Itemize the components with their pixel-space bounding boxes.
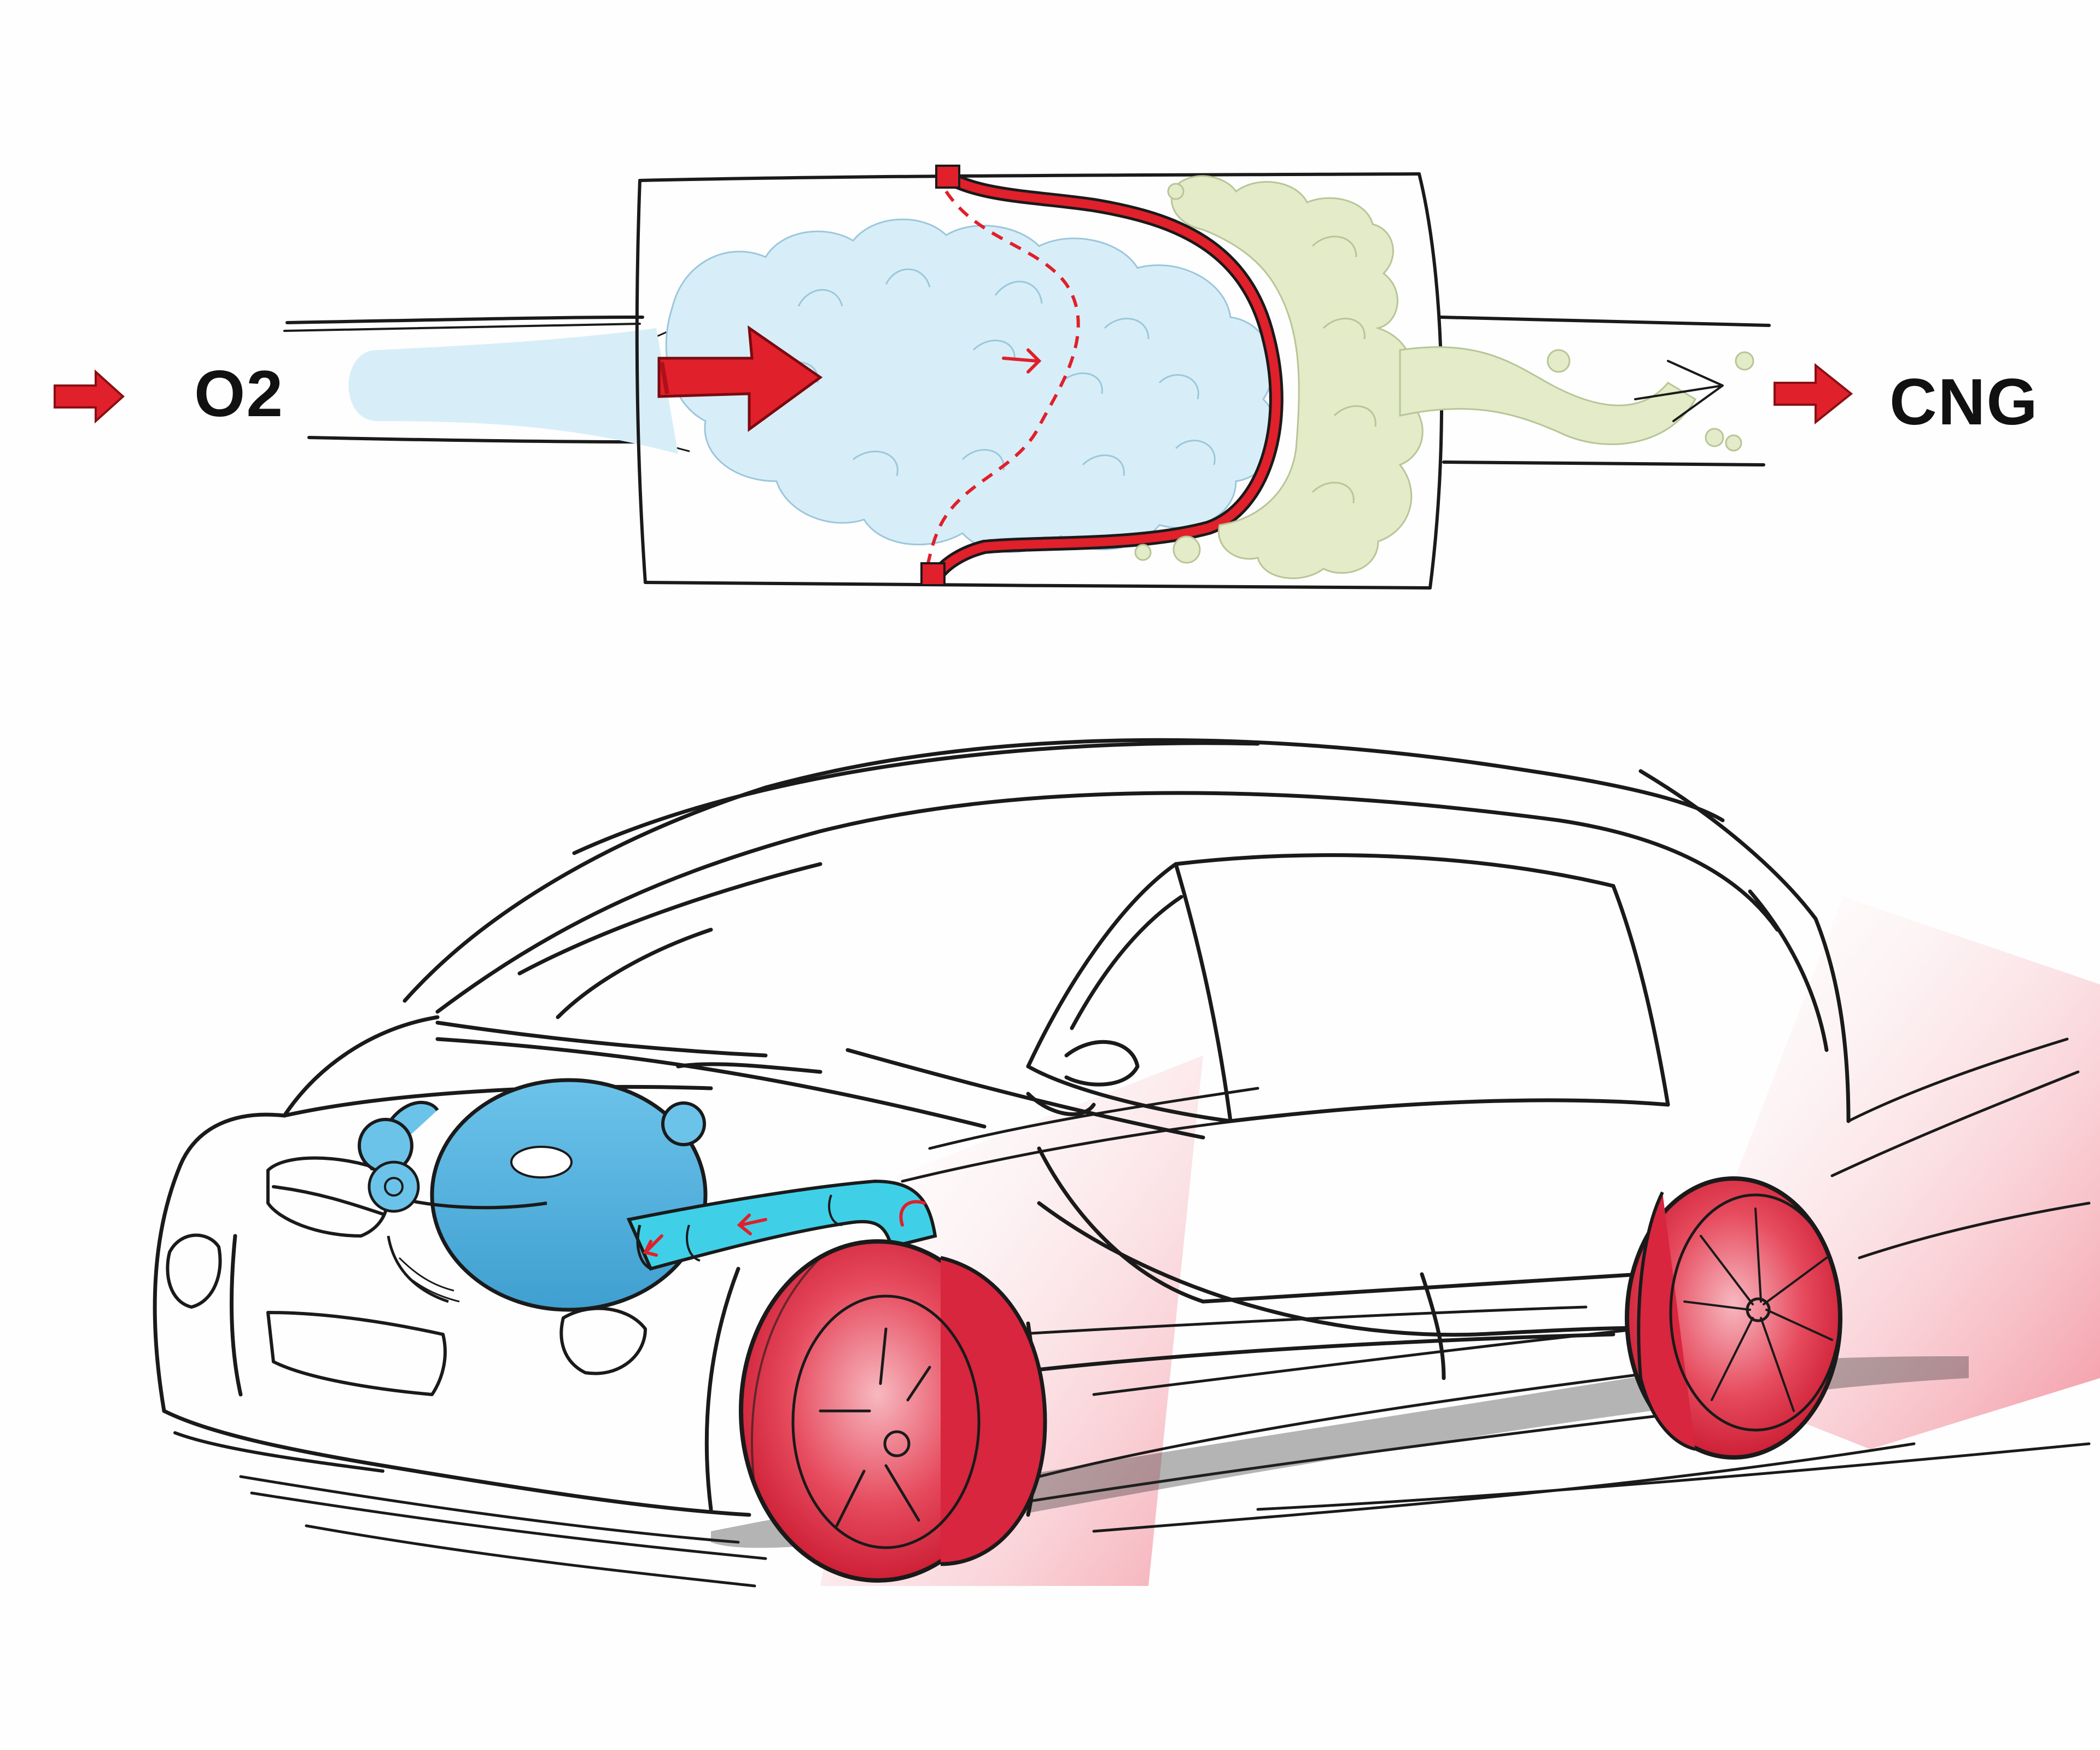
inlet-label: O2 (194, 361, 284, 427)
rear-wheel (1627, 1179, 1840, 1457)
outlet-label: CNG (1889, 369, 2039, 435)
car-sketch (155, 740, 2100, 1586)
outlet-arrow-icon (1775, 365, 1851, 422)
gas-tank (359, 1080, 705, 1310)
oxygen-stream (349, 328, 679, 454)
reactor-diagram (55, 166, 1851, 588)
front-wheel (741, 1241, 1045, 1580)
inlet-arrow-icon (55, 372, 123, 421)
